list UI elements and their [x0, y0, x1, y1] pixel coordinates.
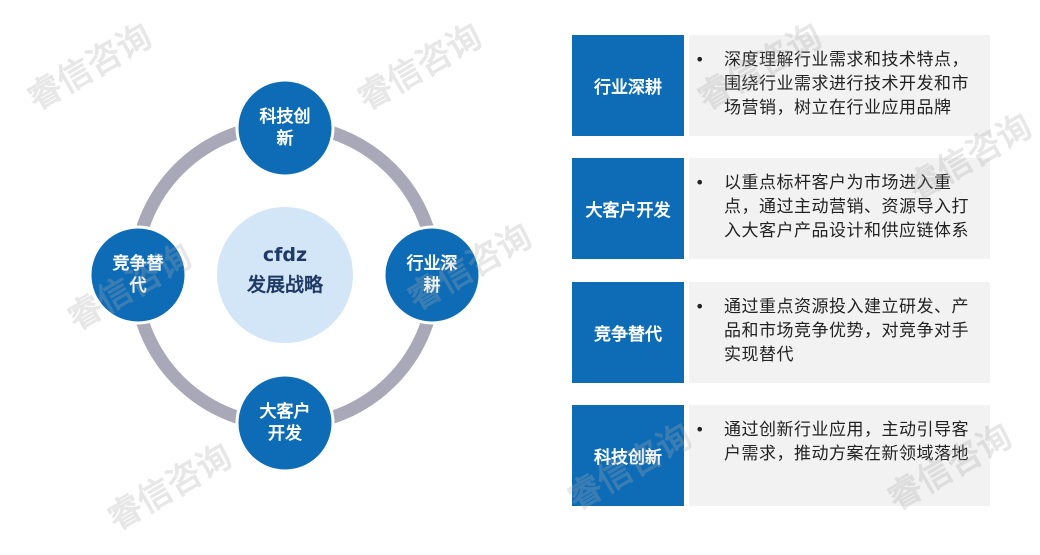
- center-label: cfdz 发展战略: [215, 220, 355, 320]
- node-top-label: 科技创 新: [259, 107, 311, 149]
- row-desc-box: [689, 158, 990, 259]
- bullet-icon: •: [695, 297, 705, 316]
- row-tag: 竞争替代: [572, 282, 684, 383]
- row-tag: 大客户开发: [572, 158, 684, 259]
- strategy-row: 大客户开发 • 以重点标杆客户为市场进入重点，通过主动营销、资源导入打入大客户产…: [572, 158, 990, 259]
- bullet-icon: •: [695, 420, 705, 439]
- bullet-icon: •: [695, 50, 705, 69]
- row-desc-box: [689, 282, 990, 383]
- node-left: [88, 225, 188, 325]
- row-tag: 科技创新: [572, 405, 684, 506]
- node-top: [235, 78, 335, 178]
- row-tag: 行业深耕: [572, 35, 684, 136]
- node-right: [382, 225, 482, 325]
- center-circle: [217, 207, 353, 343]
- row-desc-box: [689, 405, 990, 506]
- bullet-icon: •: [695, 173, 705, 192]
- node-left-label: 竞争替 代: [112, 254, 164, 296]
- center-line2: 发展战略: [246, 274, 323, 296]
- row-text: 通过创新行业应用，主动引导客户需求，推动方案在新领域落地: [724, 420, 969, 464]
- node-right-label: 行业深 耕: [406, 254, 458, 296]
- strategy-row: 行业深耕 • 深度理解行业需求和技术特点，围绕行业需求进行技术开发和市场营销，树…: [572, 35, 990, 136]
- row-desc-box: [689, 35, 990, 136]
- node-bottom: [235, 373, 335, 473]
- node-bottom-label: 大客户 开发: [259, 402, 311, 444]
- row-text: 深度理解行业需求和技术特点，围绕行业需求进行技术开发和市场营销，树立在行业应用品…: [724, 50, 969, 118]
- row-text: 以重点标杆客户为市场进入重点，通过主动营销、资源导入打入大客户产品设计和供应链体…: [724, 173, 969, 241]
- strategy-row: 竞争替代 • 通过重点资源投入建立研发、产品和市场竞争优势，对竞争对手实现替代: [572, 282, 990, 383]
- strategy-row: 科技创新 • 通过创新行业应用，主动引导客户需求，推动方案在新领域落地: [572, 405, 990, 506]
- row-text: 通过重点资源投入建立研发、产品和市场竞争优势，对竞争对手实现替代: [724, 297, 969, 365]
- center-line1: cfdz: [262, 244, 308, 266]
